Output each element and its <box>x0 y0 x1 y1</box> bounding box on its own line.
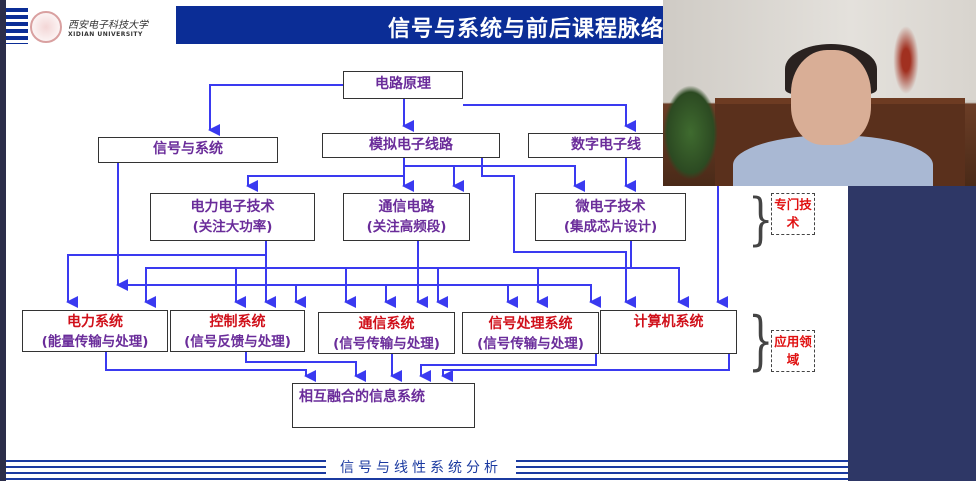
arrow <box>419 352 597 382</box>
node-sub: (关注高频段) <box>366 219 447 235</box>
node-title: 微电子技术 <box>575 199 646 215</box>
node-level2: 通信电路 (关注高频段) <box>343 193 470 241</box>
arrow <box>463 104 636 132</box>
node-level1: 模拟电子线路 <box>322 133 500 158</box>
arrow <box>404 165 585 192</box>
footer-text: 信号与线性系统分析 <box>326 457 516 477</box>
node-level1: 数字电子线 <box>528 133 678 158</box>
node-level3: 通信系统 (信号传输与处理) <box>318 312 455 354</box>
brace-special: } <box>748 188 774 253</box>
arrow <box>631 267 689 308</box>
header-stripes <box>6 8 28 44</box>
logo-en: XIDIAN UNIVERSITY <box>68 31 143 38</box>
arrow <box>404 165 464 192</box>
node-title: 控制系统 <box>209 314 266 330</box>
webcam-vase <box>891 20 921 100</box>
arrow <box>144 241 632 308</box>
node-title: 信号处理系统 <box>488 316 573 332</box>
arrow <box>66 254 266 308</box>
logo-cn: 西安电子科技大学 <box>68 20 148 31</box>
header-bar: 信号与系统与前后课程脉络 <box>176 6 676 44</box>
node-level2: 微电子技术 (集成芯片设计) <box>535 193 686 241</box>
node-level1: 信号与系统 <box>98 137 278 163</box>
node-sub: (信号传输与处理) <box>477 336 584 352</box>
arrow <box>118 284 601 308</box>
university-logo: 西安电子科技大学 XIDIAN UNIVERSITY <box>30 8 176 46</box>
arrow <box>246 175 404 192</box>
node-title: 通信电路 <box>378 199 435 215</box>
node-level2: 电力电子技术 (关注大功率) <box>150 193 315 241</box>
node-sub: (关注大功率) <box>192 219 273 235</box>
webcam-person-face <box>791 50 871 145</box>
node-sub: (信号传输与处理) <box>333 336 440 352</box>
arrows <box>66 84 730 382</box>
node-sub: (能量传输与处理) <box>41 334 149 350</box>
arrow <box>441 352 730 382</box>
node-title: 通信系统 <box>358 316 415 332</box>
node-final: 相互融合的信息系统 <box>292 383 475 428</box>
arrow <box>208 84 343 136</box>
brace-application: } <box>748 304 774 378</box>
side-panel <box>848 186 976 481</box>
node-sub: (信号反馈与处理) <box>184 334 291 350</box>
node-level3: 信号处理系统 (信号传输与处理) <box>462 312 599 354</box>
tag-special: 专门技术 <box>771 193 815 235</box>
webcam-plant <box>663 85 718 180</box>
webcam-video <box>663 0 976 186</box>
node-title: 计算机系统 <box>633 314 704 330</box>
arrow <box>105 352 316 382</box>
node-level3: 电力系统 (能量传输与处理) <box>22 310 168 352</box>
node-title: 电力电子技术 <box>190 199 275 215</box>
arrow <box>481 158 636 308</box>
node-title: 电力系统 <box>67 314 123 330</box>
node-level3: 控制系统 (信号反馈与处理) <box>170 310 305 352</box>
page-title: 信号与系统与前后课程脉络 <box>387 17 664 42</box>
node-sub: (集成芯片设计) <box>563 219 658 235</box>
node-root: 电路原理 <box>343 71 463 99</box>
seal-icon <box>30 11 62 43</box>
tag-application: 应用领域 <box>771 330 815 372</box>
footer-band: 信号与线性系统分析 <box>6 457 848 481</box>
arrow <box>245 352 366 382</box>
node-level3: 计算机系统 <box>600 310 737 354</box>
